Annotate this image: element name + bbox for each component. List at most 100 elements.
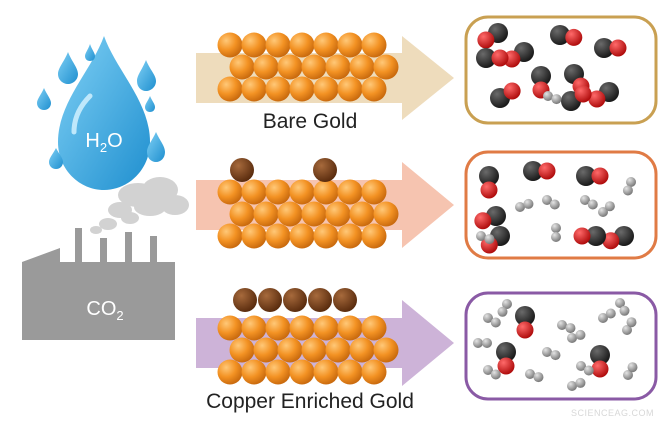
oxygen-atom — [474, 212, 492, 230]
oxygen-atom — [491, 49, 509, 67]
gold-atom — [289, 179, 315, 205]
carbon-atom — [476, 48, 496, 68]
carbon-atom — [590, 345, 610, 365]
gold-atom — [277, 337, 303, 363]
gold-atom — [301, 54, 327, 80]
smoke-icon — [90, 177, 189, 234]
gold-atom — [373, 201, 399, 227]
gold-atom — [337, 32, 363, 58]
oxygen-atom — [602, 232, 620, 250]
gold-atom — [361, 359, 387, 385]
carbon-atom — [496, 342, 516, 362]
carbon-atom — [515, 306, 535, 326]
copper-atom — [283, 288, 307, 312]
gold-atom — [229, 337, 255, 363]
gold-atom — [241, 315, 267, 341]
gold-atom — [241, 223, 267, 249]
gold-atom — [289, 315, 315, 341]
gold-atom — [301, 337, 327, 363]
gold-atom — [217, 32, 243, 58]
hydrogen-atom — [576, 361, 586, 371]
gold-atom — [361, 32, 387, 58]
oxygen-atom — [591, 360, 609, 378]
gold-atom — [289, 223, 315, 249]
gold-atom — [265, 76, 291, 102]
gold-atom — [241, 32, 267, 58]
gold-atom — [217, 179, 243, 205]
oxygen-atom — [538, 162, 556, 180]
gold-atom — [277, 201, 303, 227]
gold-atom — [361, 315, 387, 341]
gold-atom — [253, 54, 279, 80]
water-formula-label: H2O — [85, 130, 123, 155]
hydrogen-atom — [587, 199, 598, 210]
hydrogen-atom — [483, 313, 493, 323]
gold-atom — [265, 32, 291, 58]
hydrogen-atom — [550, 350, 561, 361]
hydrogen-atom — [542, 195, 552, 205]
gold-atom — [313, 223, 339, 249]
hydrogen-atom — [604, 201, 615, 212]
hydrogen-atom — [626, 177, 636, 187]
hydrogen-atom — [484, 234, 495, 245]
gold-atom — [361, 223, 387, 249]
oxygen-atom — [591, 167, 609, 185]
hydrogen-atom — [482, 338, 492, 348]
gold-slabs — [217, 32, 399, 385]
copper-atom — [313, 158, 337, 182]
hydrogen-atom — [622, 185, 633, 196]
hydrogen-atom — [627, 362, 638, 373]
copper-atom — [230, 158, 254, 182]
hydrogen-atom — [575, 377, 586, 388]
oxygen-atom — [516, 321, 534, 339]
hydrogen-atom — [575, 329, 586, 340]
gold-atom — [241, 76, 267, 102]
hydrogen-atom — [567, 381, 577, 391]
gold-atom — [361, 76, 387, 102]
gold-atom — [337, 223, 363, 249]
gold-atom — [229, 54, 255, 80]
copper-atom — [233, 288, 257, 312]
gold-atom — [349, 54, 375, 80]
product-molecules — [473, 23, 638, 391]
hydrogen-atom — [619, 305, 630, 316]
gold-atom — [265, 179, 291, 205]
hydrogen-atom — [542, 347, 552, 357]
gold-atom — [241, 359, 267, 385]
gold-atom — [349, 337, 375, 363]
gold-atom — [217, 76, 243, 102]
gold-atom — [361, 179, 387, 205]
hydrogen-atom — [580, 195, 590, 205]
gold-atom — [253, 337, 279, 363]
hydrogen-atom — [622, 325, 632, 335]
panel-copper-sparse — [464, 150, 658, 260]
gold-atom — [289, 32, 315, 58]
hydrogen-atom — [497, 306, 508, 317]
copper-enriched-gold-label: Copper Enriched Gold — [206, 390, 414, 413]
carbon-atom — [550, 25, 570, 45]
hydrogen-atom — [490, 369, 501, 380]
copper-atom — [333, 288, 357, 312]
gold-atom — [313, 315, 339, 341]
oxygen-atom — [477, 31, 495, 49]
gold-atom — [325, 201, 351, 227]
gold-atom — [313, 179, 339, 205]
gold-atom — [241, 179, 267, 205]
gold-atom — [301, 201, 327, 227]
oxygen-atom — [574, 85, 592, 103]
hydrogen-atom — [565, 323, 576, 334]
oxygen-atom — [497, 357, 515, 375]
hydrogen-atom — [557, 320, 567, 330]
oxygen-atom — [573, 227, 591, 245]
hydrogen-atom — [605, 308, 616, 319]
bare-gold-label: Bare Gold — [262, 110, 358, 133]
hydrogen-atom — [549, 199, 560, 210]
hydrogen-atom — [583, 365, 594, 376]
water-drop-icon — [37, 36, 165, 190]
oxygen-atom — [480, 181, 498, 199]
hydrogen-atom — [483, 365, 493, 375]
gold-atom — [289, 76, 315, 102]
hydrogen-atom — [615, 298, 625, 308]
gold-atom — [349, 201, 375, 227]
